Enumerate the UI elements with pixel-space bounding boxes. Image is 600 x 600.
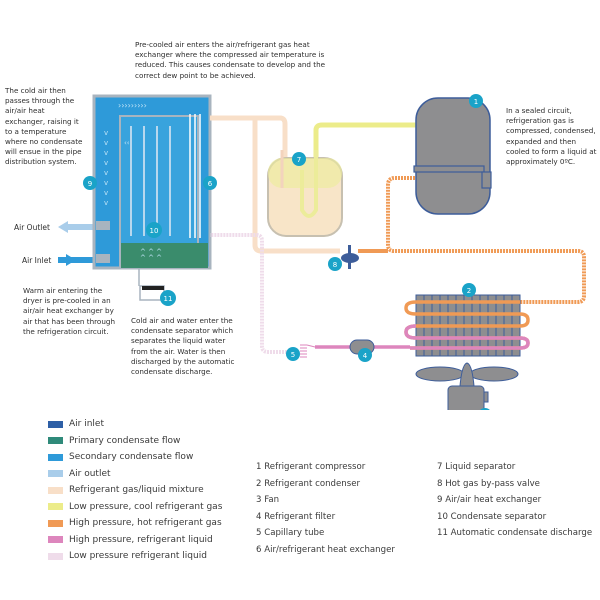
- legend-label: Primary condensate flow: [69, 435, 181, 446]
- legend-swatch: [48, 470, 63, 478]
- note-air-air-exchanger: The cold air then passes through the air…: [5, 86, 83, 167]
- svg-text:10: 10: [150, 227, 159, 235]
- svg-text:6: 6: [208, 180, 213, 188]
- liquid-separator: [267, 150, 343, 237]
- legend-item-primary-condensate: Primary condensate flow: [48, 433, 222, 450]
- svg-text:v: v: [104, 129, 108, 137]
- legend-item-secondary-condensate: Secondary condensate flow: [48, 449, 222, 466]
- legend-swatch: [48, 503, 63, 511]
- part-item: 11 Automatic condensate discharge: [437, 528, 593, 538]
- svg-text:^ ^ ^: ^ ^ ^: [140, 248, 162, 256]
- parts-list-column-1: 1 Refrigerant compressor 2 Refrigerant c…: [256, 462, 395, 561]
- refrigerant-condenser: [404, 294, 530, 357]
- svg-text:v: v: [104, 149, 108, 157]
- legend-swatch: [48, 437, 63, 445]
- svg-text:7: 7: [297, 156, 301, 164]
- air-inlet-arrow: [58, 254, 98, 266]
- legend-label: Low pressure refrigerant liquid: [69, 551, 207, 562]
- legend-label: Air inlet: [69, 419, 104, 430]
- svg-text:›››››››››: ›››››››››: [118, 101, 147, 110]
- svg-text:v: v: [104, 139, 108, 147]
- svg-text:v: v: [104, 179, 108, 187]
- note-sealed-circuit: In a sealed circuit, refrigeration gas i…: [506, 106, 597, 167]
- part-item: 8 Hot gas by-pass valve: [437, 478, 540, 489]
- badge-4: 4: [358, 348, 372, 362]
- legend-item-air-outlet: Air outlet: [48, 466, 222, 483]
- badge-3: 3: [480, 408, 490, 410]
- legend-item-high-pressure-gas: High pressure, hot refrigerant gas: [48, 515, 222, 532]
- legend-swatch: [48, 552, 63, 560]
- badge-10: 10: [146, 222, 162, 238]
- svg-text:2: 2: [467, 287, 471, 295]
- legend-swatch: [48, 453, 63, 461]
- svg-text:‹‹: ‹‹: [124, 139, 130, 147]
- part-item: 9 Air/air heat exchanger: [437, 495, 542, 505]
- svg-text:9: 9: [88, 180, 92, 188]
- part-item: 10 Condensate separator: [437, 511, 547, 522]
- legend-item-high-pressure-liquid: High pressure, refrigerant liquid: [48, 532, 222, 549]
- legend-swatch: [48, 486, 63, 494]
- legend-label: Air outlet: [69, 468, 111, 479]
- badge-6: 6: [203, 176, 217, 190]
- fan: [415, 362, 519, 410]
- parts-list-column-2: 7 Liquid separator 8 Hot gas by-pass val…: [437, 462, 592, 545]
- part-item: 7 Liquid separator: [437, 462, 516, 472]
- badge-9: 9: [83, 176, 97, 190]
- note-warm-air-entering: Warm air entering the dryer is pre-coole…: [23, 286, 115, 336]
- part-item: 3 Fan: [256, 495, 280, 505]
- legend-label: Secondary condensate flow: [69, 452, 194, 463]
- svg-text:v: v: [104, 169, 108, 177]
- part-item: 4 Refrigerant filter: [256, 511, 336, 522]
- svg-text:v: v: [104, 199, 108, 207]
- heat-exchanger-vessel: ››››››››› vvv vvv vv ‹‹ ‹‹‹ ^ ^ ^ ^ ^ ^: [92, 94, 212, 270]
- refrigeration-dryer-diagram: ››››››››› vvv vvv vv ‹‹ ‹‹‹ ^ ^ ^ ^ ^ ^: [58, 94, 586, 410]
- legend-item-low-pressure-liquid: Low pressure refrigerant liquid: [48, 548, 222, 565]
- legend-item-low-pressure-gas: Low pressure, cool refrigerant gas: [48, 499, 222, 516]
- part-item: 5 Capillary tube: [256, 528, 325, 538]
- legend-swatch: [48, 420, 63, 428]
- svg-text:v: v: [104, 189, 108, 197]
- svg-text:11: 11: [164, 295, 173, 303]
- air-outlet-label: Air Outlet: [14, 223, 50, 232]
- air-outlet-arrow: [58, 221, 96, 233]
- svg-text:v: v: [104, 159, 108, 167]
- hot-gas-bypass-valve: [341, 245, 359, 269]
- legend-label: High pressure, refrigerant liquid: [69, 534, 213, 545]
- svg-text:4: 4: [363, 352, 368, 360]
- legend-swatch: [48, 536, 63, 544]
- automatic-condensate-discharge: [138, 268, 165, 301]
- legend-item-gas-liquid-mixture: Refrigerant gas/liquid mixture: [48, 482, 222, 499]
- air-inlet-label: Air Inlet: [22, 256, 52, 265]
- badge-8: 8: [328, 257, 342, 271]
- part-item: 6 Air/refrigerant heat exchanger: [256, 544, 395, 555]
- badge-2: 2: [462, 283, 476, 297]
- note-condensate-separator: Cold air and water enter the condensate …: [131, 316, 235, 377]
- svg-text:8: 8: [333, 261, 337, 269]
- legend-item-air-inlet: Air inlet: [48, 416, 222, 433]
- capillary-tube: [300, 344, 316, 358]
- legend-swatch: [48, 519, 63, 527]
- svg-text:^ ^ ^: ^ ^ ^: [140, 254, 162, 262]
- badge-7: 7: [292, 152, 306, 166]
- badge-11: 11: [160, 290, 176, 306]
- part-item: 1 Refrigerant compressor: [256, 462, 366, 472]
- legend-label: High pressure, hot refrigerant gas: [69, 518, 222, 529]
- note-air-refrigerant-exchanger: Pre-cooled air enters the air/refrigeran…: [135, 40, 326, 80]
- part-item: 2 Refrigerant condenser: [256, 478, 361, 489]
- color-legend: Air inlet Primary condensate flow Second…: [48, 416, 222, 565]
- legend-label: Low pressure, cool refrigerant gas: [69, 501, 223, 512]
- badge-1: 1: [469, 94, 483, 108]
- svg-text:5: 5: [291, 351, 295, 359]
- badge-5: 5: [286, 347, 300, 361]
- refrigerant-compressor: [413, 97, 492, 215]
- legend-label: Refrigerant gas/liquid mixture: [69, 485, 204, 496]
- svg-text:1: 1: [474, 98, 478, 106]
